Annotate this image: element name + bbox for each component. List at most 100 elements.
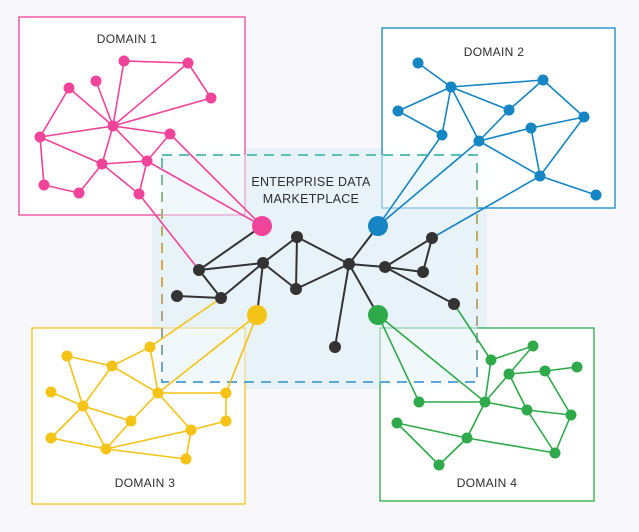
domain-3-node [185,424,197,436]
domain-4-node [527,340,539,352]
domain-4-node [539,365,551,377]
marketplace-edge [348,263,386,268]
domain-4-node [571,361,583,373]
domain-4-edge [484,373,510,403]
domain-2-edge [478,140,541,177]
domain-2-edge [397,86,452,112]
marketplace-edge [198,262,264,271]
domain-4-edge [396,422,468,439]
yellow-hub [247,305,267,325]
domain-4-node [485,354,497,366]
domain-3-node [220,387,232,399]
domain-2-edge [508,79,544,111]
marketplace-node [379,261,391,273]
domain-2-edge [441,86,452,136]
domain-1-node [38,179,50,191]
domain-3-node [100,443,112,455]
domain-3-edge [190,420,227,431]
domain-1-center-link [138,193,200,271]
domain-1-edge [101,163,140,195]
domain-4-edge [484,401,528,411]
domain-3-edge [105,429,192,450]
blue-hub [368,216,388,236]
domain-3-node [45,432,57,444]
domain-1-node [182,57,194,69]
domain-2-edge [450,79,544,88]
marketplace-node [291,231,303,243]
domain-2-node [525,122,537,134]
domain-3-node [152,387,164,399]
marketplace-edge [262,262,297,290]
domain-1-node [205,92,217,104]
domain-2-edge [539,116,585,177]
domain-3-edge [50,391,84,407]
domain-1-hub-link [146,160,263,227]
domain-1-node [34,131,46,143]
domain-2-edge [530,116,585,129]
marketplace-edge [384,266,455,305]
domain-3-edge [105,420,132,450]
domain-2-node [473,135,485,147]
domain-4-edge [396,422,440,466]
domain-3-node [180,453,192,465]
domain-4-hub-link [377,314,486,403]
domain-4-edge [544,370,572,416]
domain-1-edge [43,184,80,194]
pink-hub-link [198,225,263,271]
marketplace-node [343,258,355,270]
domain-2-edge [450,86,510,111]
marketplace-edge [176,295,222,299]
marketplace-edge [384,237,433,268]
domain-3-node [77,400,89,412]
domain-3-edge [111,365,159,394]
domain-4-edge [508,373,528,411]
domain-1-edge [101,125,114,165]
marketplace-edge [295,236,298,290]
domain-1-edge [68,87,114,127]
domain-2-edge [542,79,585,118]
marketplace-title-line-1: ENTERPRISE DATA [251,175,371,189]
domain-4-edge [484,359,492,403]
domain-2-hub-link [377,140,480,227]
domain-3-edge [105,448,187,460]
domain-3-hub-link [157,314,258,394]
domain-3-edge [130,392,159,422]
domain-4-edge [438,437,468,466]
domain-4-node [549,447,561,459]
domain-4-edge [508,345,534,375]
domain-2-node [537,74,549,86]
domain-4-hub-link [377,314,420,403]
domain-2-title: DOMAIN 2 [464,45,524,59]
domain-3-edge [82,405,132,422]
domain-4-edge [466,437,556,454]
marketplace-edge [334,263,350,348]
domain-1-node [63,82,75,94]
marketplace-node [329,341,341,353]
marketplace-node [290,283,302,295]
domain-3-edge [111,346,151,367]
domain-2-center-link [431,175,541,239]
domain-1-edge [112,125,171,135]
domain-2-edge [530,127,541,177]
marketplace-edge [295,263,350,290]
marketplace-node [193,264,205,276]
domain-1-node [90,75,102,87]
domain-1-node [164,128,176,140]
domain-4-edge [466,401,486,439]
domain-4-node [433,459,445,471]
domain-2-edge [397,110,443,136]
marketplace-title-line-2: MARKETPLACE [263,192,359,206]
domain-1-edge [39,136,45,186]
domain-1-node [141,155,153,167]
domain-4-center-link [453,303,492,361]
domain-3-node [106,360,118,372]
domain-1-title: DOMAIN 1 [97,32,157,46]
domain-1-node [133,188,145,200]
domain-1-node [118,55,130,67]
marketplace-edge [220,262,264,299]
domain-3-node [45,386,57,398]
domain-1-edge [112,125,148,162]
domain-4-edge [490,345,534,361]
